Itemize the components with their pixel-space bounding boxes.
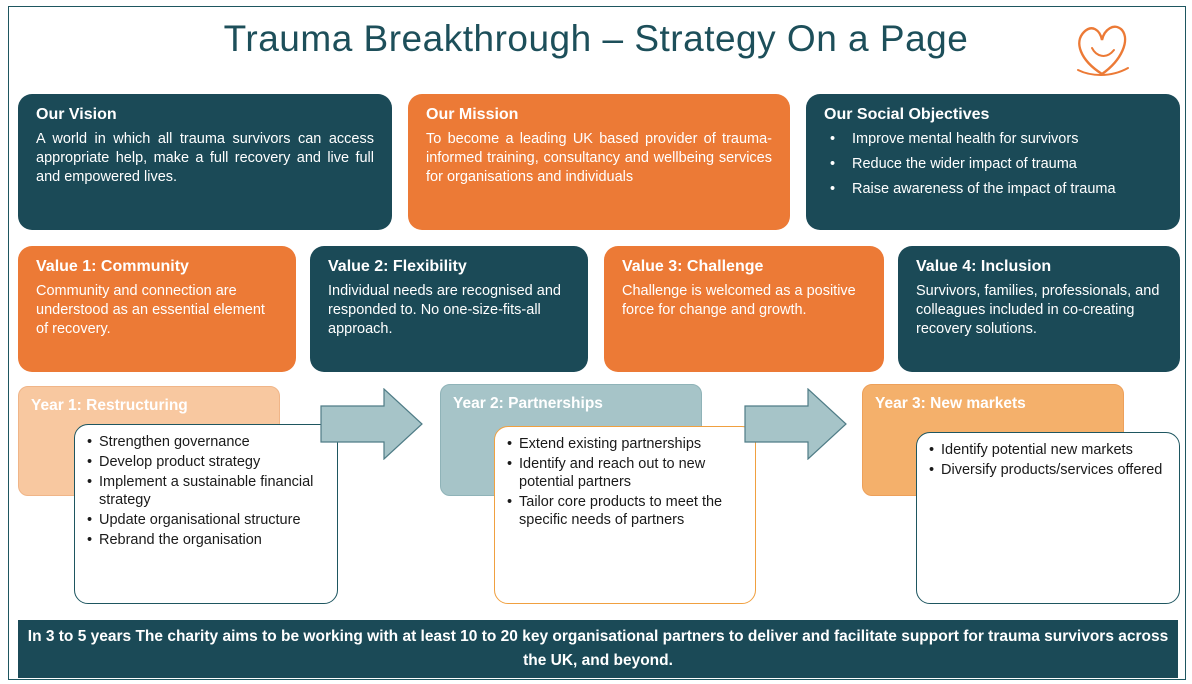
value-heading: Value 1: Community (36, 258, 189, 275)
year-1-item: Strengthen governance (87, 433, 327, 451)
arrow-right-icon (744, 388, 847, 460)
vision-box: Our Vision A world in which all trauma s… (18, 94, 392, 230)
year-3-list: Identify potential new markets Diversify… (929, 441, 1169, 479)
mission-heading: Our Mission (426, 106, 519, 123)
footer-banner: In 3 to 5 years The charity aims to be w… (18, 620, 1178, 678)
year-3-item: Diversify products/services offered (929, 461, 1169, 479)
year-2-list: Extend existing partnerships Identify an… (507, 435, 745, 529)
value-flexibility-box: Value 2: Flexibility Individual needs ar… (310, 246, 588, 372)
footer-text: In 3 to 5 years The charity aims to be w… (27, 628, 1169, 669)
year-3-item: Identify potential new markets (929, 441, 1169, 459)
objective-item: Raise awareness of the impact of trauma (824, 180, 1162, 199)
objectives-list: Improve mental health for survivors Redu… (824, 130, 1162, 199)
value-text: Individual needs are recognised and resp… (328, 283, 561, 337)
objective-item: Improve mental health for survivors (824, 130, 1162, 149)
mission-box: Our Mission To become a leading UK based… (408, 94, 790, 230)
year-2-label: Year 2: Partnerships (453, 395, 603, 412)
heart-logo-icon (1077, 25, 1129, 76)
year-2-item: Tailor core products to meet the specifi… (507, 493, 745, 529)
value-inclusion-box: Value 4: Inclusion Survivors, families, … (898, 246, 1180, 372)
year-2-card: Extend existing partnerships Identify an… (494, 426, 756, 604)
value-challenge-box: Value 3: Challenge Challenge is welcomed… (604, 246, 884, 372)
year-1-item: Update organisational structure (87, 511, 327, 529)
vision-text: A world in which all trauma survivors ca… (36, 131, 374, 185)
year-3-label: Year 3: New markets (875, 395, 1026, 412)
value-text: Survivors, families, professionals, and … (916, 283, 1160, 337)
vision-heading: Our Vision (36, 106, 117, 123)
year-1-card: Strengthen governance Develop product st… (74, 424, 338, 604)
year-2-item: Extend existing partnerships (507, 435, 745, 453)
value-heading: Value 4: Inclusion (916, 258, 1052, 275)
objective-item: Reduce the wider impact of trauma (824, 155, 1162, 174)
year-2-item: Identify and reach out to new potential … (507, 455, 745, 491)
objectives-box: Our Social Objectives Improve mental hea… (806, 94, 1180, 230)
year-1-label: Year 1: Restructuring (31, 397, 188, 414)
year-1-list: Strengthen governance Develop product st… (87, 433, 327, 549)
value-text: Challenge is welcomed as a positive forc… (622, 283, 856, 318)
year-1-item: Implement a sustainable financial strate… (87, 473, 327, 509)
page-title: Trauma Breakthrough – Strategy On a Page (223, 18, 969, 59)
arrow-right-icon (320, 388, 423, 460)
objectives-heading: Our Social Objectives (824, 106, 990, 123)
year-1-item: Develop product strategy (87, 453, 327, 471)
year-1-item: Rebrand the organisation (87, 531, 327, 549)
value-text: Community and connection are understood … (36, 283, 265, 337)
value-heading: Value 3: Challenge (622, 258, 764, 275)
value-community-box: Value 1: Community Community and connect… (18, 246, 296, 372)
value-heading: Value 2: Flexibility (328, 258, 467, 275)
mission-text: To become a leading UK based provider of… (426, 131, 772, 185)
year-3-card: Identify potential new markets Diversify… (916, 432, 1180, 604)
